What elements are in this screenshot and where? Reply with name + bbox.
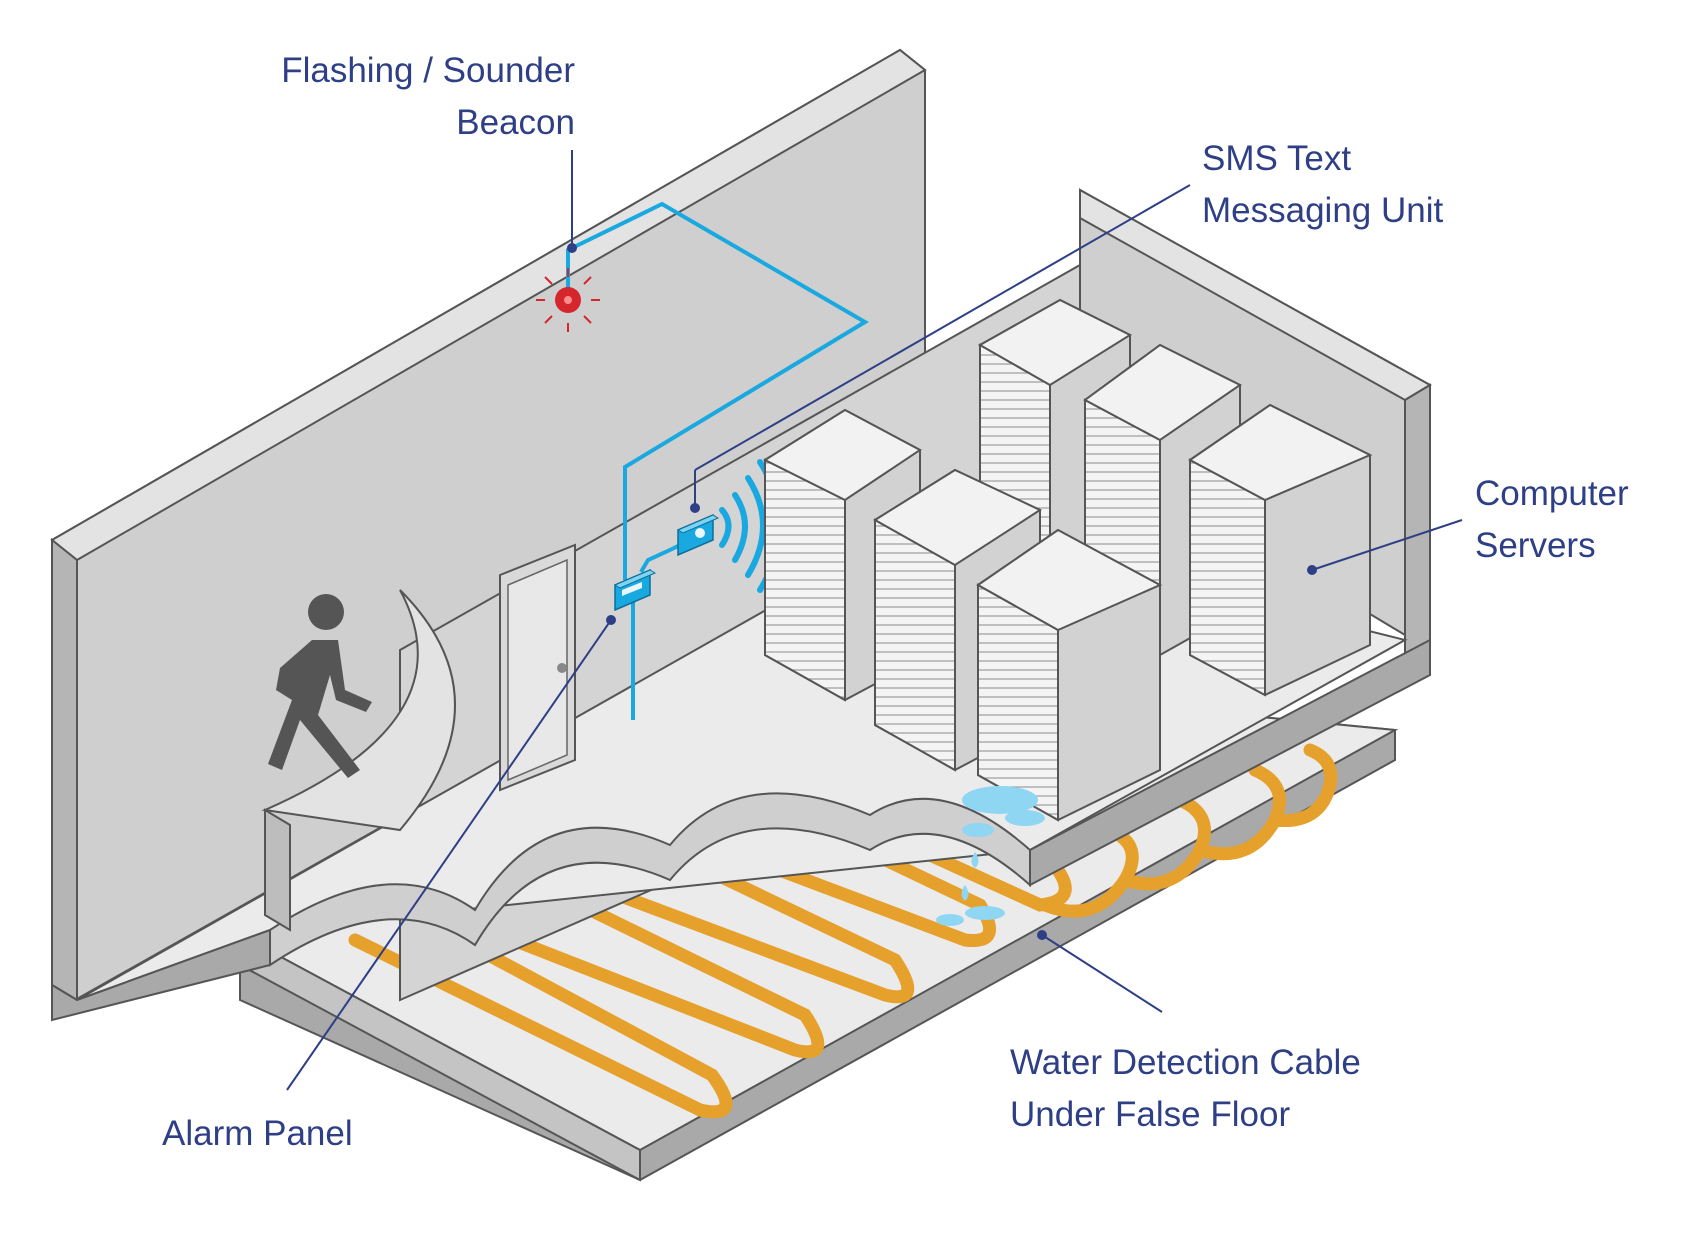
alarm-panel-label: Alarm Panel bbox=[162, 1108, 353, 1160]
servers-label: Computer Servers bbox=[1475, 468, 1629, 572]
cable-label-line-2: Under False Floor bbox=[1010, 1095, 1291, 1134]
water-puddle-icon bbox=[936, 786, 1045, 926]
floor-cutaway-edge bbox=[269, 792, 1031, 967]
server-rack-icon bbox=[976, 528, 1163, 822]
beacon-label: Flashing / Sounder Beacon bbox=[215, 45, 575, 149]
sms-unit-icon bbox=[676, 513, 720, 557]
beacon-label-line-1: Flashing / Sounder bbox=[281, 51, 575, 90]
door-icon bbox=[499, 543, 576, 792]
servers-label-line-2: Servers bbox=[1475, 526, 1596, 565]
alarm-panel-icon bbox=[613, 568, 657, 612]
wall-cutout-arch bbox=[261, 589, 456, 932]
cable-label: Water Detection Cable Under False Floor bbox=[1010, 1037, 1361, 1141]
beacon-label-line-2: Beacon bbox=[456, 103, 575, 142]
servers-label-line-1: Computer bbox=[1475, 474, 1629, 513]
beacon-light-icon bbox=[536, 268, 600, 332]
server-rack-icon bbox=[1188, 403, 1373, 697]
cable-label-line-1: Water Detection Cable bbox=[1010, 1043, 1361, 1082]
server-racks bbox=[762, 298, 1373, 822]
person-walking-icon bbox=[268, 594, 372, 778]
sms-label-line-2: Messaging Unit bbox=[1202, 191, 1444, 230]
alarm-panel-label-line-1: Alarm Panel bbox=[162, 1114, 353, 1153]
sms-label-line-1: SMS Text bbox=[1202, 139, 1352, 178]
sms-label: SMS Text Messaging Unit bbox=[1202, 133, 1443, 237]
leader-lines bbox=[286, 150, 1463, 1091]
